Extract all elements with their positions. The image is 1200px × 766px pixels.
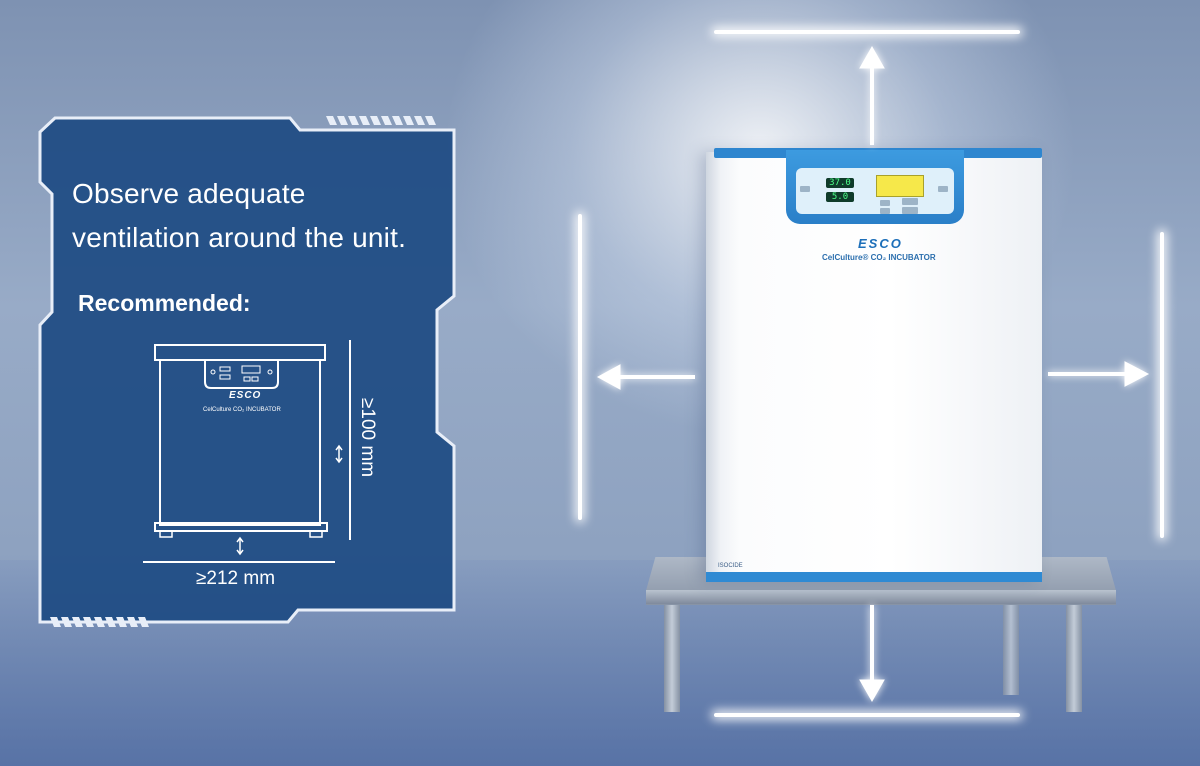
horizontal-clearance-label: ≥212 mm: [196, 568, 276, 589]
control-panel-face: [796, 168, 954, 214]
panel-right-button[interactable]: [938, 186, 948, 192]
arrow-left-icon: [596, 364, 695, 390]
table-leg: [1066, 600, 1082, 712]
panel-title-line-2: ventilation around the unit.: [72, 222, 407, 253]
panel-down-button[interactable]: [902, 207, 918, 214]
stripe-decoration-bottom: [50, 617, 149, 627]
arrow-up-icon: [859, 45, 885, 145]
table-leg: [1003, 600, 1019, 695]
left-clearance-line: [578, 214, 582, 520]
status-lcd: [876, 175, 924, 197]
sketch-subtitle: CelCulture CO₂ INCUBATOR: [203, 407, 281, 413]
top-clearance-line: [714, 30, 1020, 34]
panel-key-button[interactable]: [880, 200, 890, 206]
panel-title-line-1: Observe adequate: [72, 178, 306, 209]
incubator-brand-logo: ESCO: [858, 236, 903, 251]
arrow-right-icon: [1048, 361, 1150, 387]
panel-left-button[interactable]: [800, 186, 810, 192]
bottom-clearance-line: [714, 713, 1020, 717]
arrow-down-icon: [859, 605, 885, 703]
incubator-bottom-band: [706, 572, 1042, 582]
table-leg: [664, 600, 680, 712]
incubator-sketch: [143, 340, 351, 563]
sketch-brand-logo: ESCO: [229, 390, 262, 401]
co2-display: 5.0: [826, 192, 854, 202]
incubator-side: [706, 152, 720, 582]
stripe-decoration-top: [326, 116, 436, 125]
panel-up-button[interactable]: [902, 198, 918, 205]
isocide-tag: ISOCIDE: [718, 563, 743, 569]
incubator-subtitle: CelCulture® CO₂ INCUBATOR: [822, 253, 936, 262]
right-clearance-line: [1160, 232, 1164, 538]
table-edge: [646, 590, 1116, 604]
temperature-display: 37.0: [826, 178, 854, 188]
recommended-label: Recommended:: [78, 290, 251, 316]
panel-key-button[interactable]: [880, 208, 890, 214]
